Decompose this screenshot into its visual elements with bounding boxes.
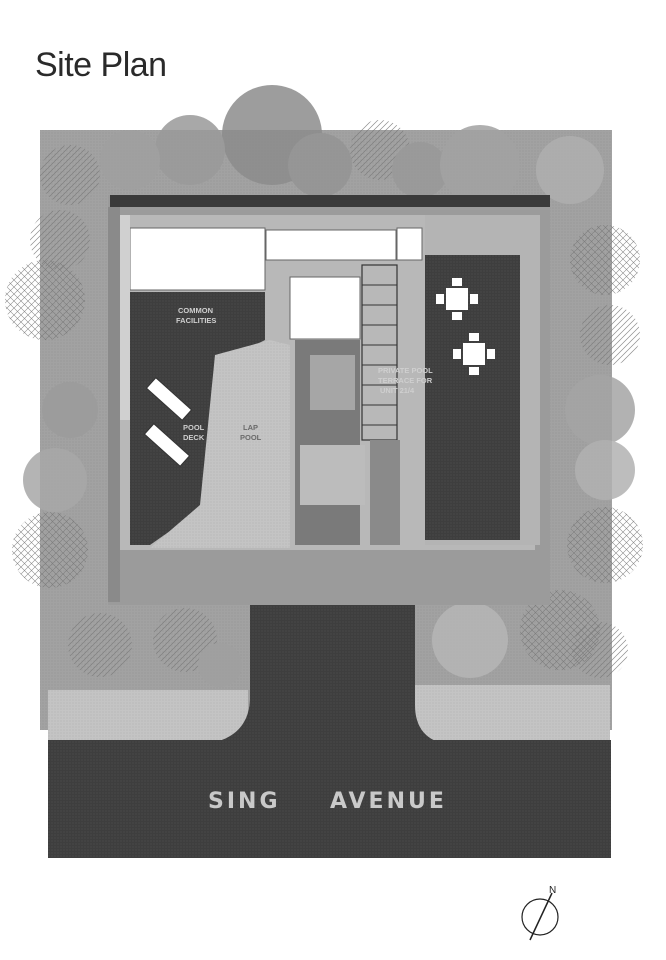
sun-lounger-icon <box>143 423 191 467</box>
room-block <box>289 276 361 340</box>
road <box>48 740 611 858</box>
tree-canopy-icon <box>432 602 508 678</box>
tree-canopy-icon <box>440 125 520 205</box>
tree-canopy-icon <box>288 133 352 197</box>
tree-canopy-icon <box>570 225 640 295</box>
page-title: Site Plan <box>35 46 167 84</box>
tree-canopy-icon <box>40 145 100 205</box>
tree-canopy-icon <box>5 260 85 340</box>
north-label: N <box>549 885 556 896</box>
pool-deck-label-2: DECK <box>183 433 205 442</box>
tree-canopy-icon <box>42 382 98 438</box>
private-terrace-label-3: UNIT 21/4 <box>380 386 415 395</box>
north-wall <box>110 195 550 207</box>
tree-canopy-icon <box>580 305 640 365</box>
table-chairs-icon <box>436 278 478 320</box>
table-chairs-icon <box>453 333 495 375</box>
room-block <box>265 229 397 261</box>
driveway <box>250 605 450 745</box>
common-facilities-label-1: COMMON <box>178 306 213 315</box>
tree-canopy-icon <box>392 142 448 198</box>
private-terrace-label-2: TERRACE FOR <box>378 376 433 385</box>
tree-canopy-icon <box>198 643 242 687</box>
tree-canopy-icon <box>23 448 87 512</box>
road-name-part-1: SING <box>208 789 281 814</box>
tree-canopy-icon <box>567 507 643 583</box>
tree-canopy-icon <box>536 136 604 204</box>
lap-pool-label-1: LAP <box>243 423 258 432</box>
tree-canopy-icon <box>12 512 88 588</box>
tree-canopy-icon <box>565 375 635 445</box>
pool-deck-label-1: POOL <box>183 423 205 432</box>
front-yard-left <box>48 690 248 745</box>
sun-lounger-icon <box>145 377 193 421</box>
tree-canopy-icon <box>575 440 635 500</box>
staircase <box>361 264 400 545</box>
room-block <box>129 227 266 291</box>
lap-pool <box>150 340 290 548</box>
common-facilities-label-2: FACILITIES <box>176 316 216 325</box>
tree-canopies <box>5 85 643 687</box>
road-name-part-2: AVENUE <box>330 789 447 814</box>
tree-canopy-icon <box>572 622 628 678</box>
private-terrace-label-1: PRIVATE POOL <box>378 366 433 375</box>
tree-canopy-icon <box>155 115 225 185</box>
tree-canopy-icon <box>100 130 160 190</box>
room-block <box>396 227 423 261</box>
north-arrow-icon: N <box>521 885 559 941</box>
tree-canopy-icon <box>68 613 132 677</box>
tree-canopy-icon <box>30 210 90 270</box>
lap-pool-label-2: POOL <box>240 433 262 442</box>
front-yard-right <box>415 685 610 740</box>
